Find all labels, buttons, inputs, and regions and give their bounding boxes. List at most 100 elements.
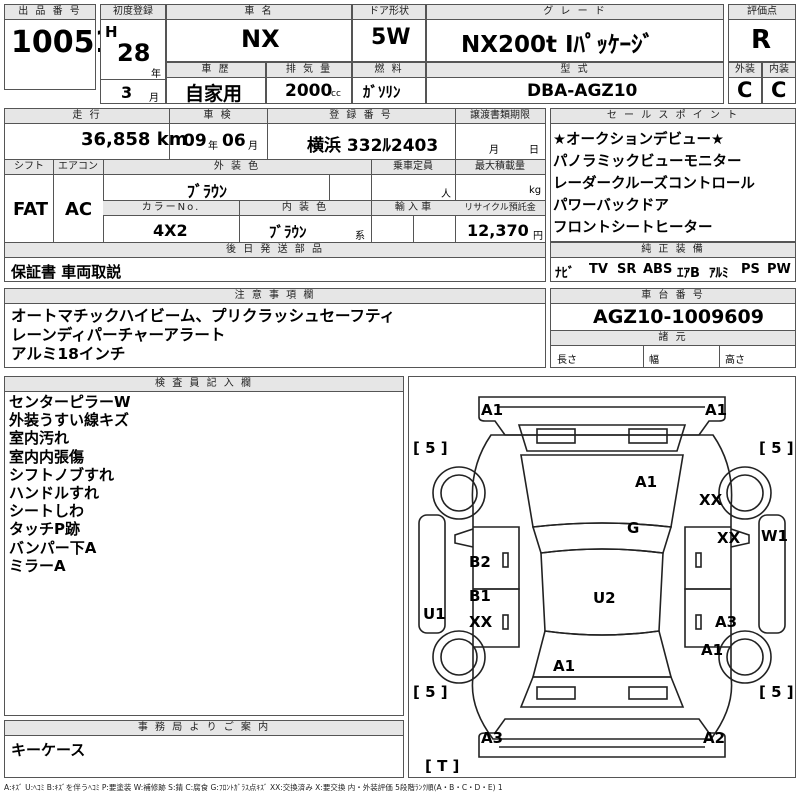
mark-trunk: A1 bbox=[553, 657, 576, 675]
score-box: 評価点 R bbox=[728, 4, 796, 62]
mark-door-rear-left-2: XX bbox=[469, 613, 493, 631]
inspector-list: センターピラーW 外装うすい線キズ 室内汚れ 室内内張傷 シフトノブすれ ハンド… bbox=[9, 393, 131, 575]
chassis-box: 車 台 番 号 AGZ10-1009609 諸 元 長さ 幅 高さ bbox=[550, 288, 796, 368]
displacement: 2000 bbox=[285, 81, 333, 101]
note-line: オートマチックハイビーム、プリクラッシュセーフティ bbox=[11, 307, 396, 325]
ext-grade: C bbox=[737, 78, 753, 102]
inspector-item: バンパー下A bbox=[9, 538, 97, 557]
equipment-item: ﾅﾋﾞ bbox=[555, 266, 575, 281]
car-name: NX bbox=[241, 25, 280, 53]
inspection-year-unit: 年 bbox=[208, 141, 218, 152]
capacity-unit: 人 bbox=[441, 189, 451, 200]
lot-number: 10051 bbox=[11, 25, 116, 60]
grade-label: グ レ ー ド bbox=[427, 5, 723, 20]
mark-tire-fl: [ 5 ] bbox=[413, 439, 448, 457]
grade: NX200t Iﾊﾟｯｹｰｼﾞ bbox=[461, 32, 655, 58]
mark-door-rear-right: A3 bbox=[715, 613, 738, 631]
mark-windshield: G bbox=[627, 519, 640, 537]
lot-number-box: 出 品 番 号 10051 bbox=[4, 4, 115, 90]
mark-tire-rr: [ 5 ] bbox=[759, 683, 794, 701]
mark-tire-fr: [ 5 ] bbox=[759, 439, 794, 457]
mark-quarter-right: A1 bbox=[701, 641, 724, 659]
fuel-label: 燃 料 bbox=[353, 63, 425, 78]
equipment-item: SR bbox=[617, 262, 637, 277]
later-parts-label: 後 日 発 送 部 品 bbox=[5, 243, 545, 258]
car-name-label: 車 名 bbox=[167, 5, 351, 20]
int-grade-label: 内装 bbox=[763, 63, 795, 78]
mark-front-right: A1 bbox=[705, 401, 728, 419]
displacement-label: 排 気 量 bbox=[267, 63, 351, 78]
color-no-label: カラーNo. bbox=[103, 201, 239, 216]
model-box: 型 式 DBA-AGZ10 bbox=[426, 62, 724, 104]
month-unit: 月 bbox=[149, 93, 159, 104]
ext-color-label: 外 装 色 bbox=[103, 160, 371, 175]
int-grade: C bbox=[771, 78, 787, 102]
history-label: 車 歴 bbox=[167, 63, 265, 78]
equipment-item: PS bbox=[741, 262, 760, 277]
int-color: ﾌﾞﾗｳﾝ bbox=[269, 223, 307, 241]
registration-label: 登 録 番 号 bbox=[267, 109, 455, 124]
door-rear-left bbox=[473, 588, 520, 648]
transfer-month: 月 bbox=[489, 145, 499, 156]
sales-points-list: ★オークションデビュー★ パノラミックビューモニター レーダークルーズコントロー… bbox=[553, 129, 755, 239]
wheel-rear-left bbox=[432, 630, 486, 684]
notes-box: 注 意 事 項 欄 オートマチックハイビーム、プリクラッシュセーフティ レーンデ… bbox=[4, 288, 546, 368]
mark-left-side: U1 bbox=[423, 605, 446, 623]
wheel-front-right-inner bbox=[726, 474, 764, 512]
registration-number: 横浜 332ﾙ2403 bbox=[307, 136, 439, 156]
door-rear-right bbox=[684, 588, 731, 648]
wheel-rear-left-inner bbox=[440, 638, 478, 676]
cowl-outline bbox=[517, 424, 687, 452]
handle-right-1 bbox=[695, 552, 702, 568]
equipment-box: 純 正 装 備 ﾅﾋﾞ TV SR ABS ｴｱB ｱﾙﾐ PS PW bbox=[550, 242, 796, 282]
height-label: 高さ bbox=[725, 355, 745, 366]
recycle-unit: 円 bbox=[533, 231, 543, 242]
equipment-label: 純 正 装 備 bbox=[551, 243, 795, 258]
load-unit: kg bbox=[529, 185, 542, 196]
recycle-label: リサイクル預託金 bbox=[455, 201, 545, 216]
mark-rear-right: A2 bbox=[703, 729, 726, 747]
inspection-label: 車 検 bbox=[169, 109, 267, 124]
int-color-suffix: 系 bbox=[355, 231, 365, 242]
history-box: 車 歴 自家用 bbox=[166, 62, 266, 105]
dimensions-label: 諸 元 bbox=[551, 331, 795, 346]
trunk-outline bbox=[519, 676, 685, 708]
sales-point: レーダークルーズコントロール bbox=[553, 176, 755, 192]
rear-bumper-outline bbox=[478, 718, 726, 758]
legend: A:ｷｽﾞ U:ﾍｺﾐ B:ｷｽﾞを伴うﾍｺﾐ P:要塗装 W:補修跡 S:錆 … bbox=[4, 783, 503, 792]
chassis-number: AGZ10-1009609 bbox=[593, 306, 764, 328]
fuel: ｶﾞｿﾘﾝ bbox=[363, 83, 401, 101]
color-no: 4X2 bbox=[153, 221, 188, 240]
mark-door-front-left: B2 bbox=[469, 553, 491, 571]
mirror-right bbox=[730, 528, 750, 548]
mark-door-rear-left-1: B1 bbox=[469, 587, 491, 605]
headlight-right bbox=[628, 428, 668, 444]
score: R bbox=[751, 25, 772, 55]
registration-year: 28 bbox=[117, 39, 151, 67]
inspector-item: シフトノブすれ bbox=[9, 465, 115, 484]
inspector-item: ミラーA bbox=[9, 556, 66, 575]
displacement-unit: cc bbox=[331, 89, 341, 99]
int-grade-box: 内装 C bbox=[762, 62, 796, 104]
wheel-front-left-inner bbox=[440, 474, 478, 512]
inspector-item: 外装うすい線キズ bbox=[9, 411, 130, 430]
era: H bbox=[105, 23, 118, 41]
sales-point: パワーバックドア bbox=[553, 198, 669, 214]
headlight-left bbox=[536, 428, 576, 444]
import-label: 輸 入 車 bbox=[371, 201, 455, 216]
mark-tire-rl: [ 5 ] bbox=[413, 683, 448, 701]
ext-color: ﾌﾞﾗｳﾝ bbox=[187, 182, 228, 201]
grade-box: グ レ ー ド NX200t Iﾊﾟｯｹｰｼﾞ bbox=[426, 4, 724, 62]
history: 自家用 bbox=[185, 83, 243, 105]
damage-diagram: A1 A1 [ 5 ] [ 5 ] A1 XX G XX W1 B2 B1 U2… bbox=[408, 376, 796, 778]
model: DBA-AGZ10 bbox=[527, 81, 638, 101]
taillight-right bbox=[628, 686, 668, 700]
lot-number-label: 出 品 番 号 bbox=[5, 5, 95, 20]
inspector-box: 検 査 員 記 入 欄 センターピラーW 外装うすい線キズ 室内汚れ 室内内張傷… bbox=[4, 376, 404, 716]
shift: FAT bbox=[13, 199, 49, 220]
equipment-item: TV bbox=[589, 262, 608, 277]
equipment-item: ｱﾙﾐ bbox=[709, 266, 729, 281]
mark-hood: A1 bbox=[635, 473, 658, 491]
mileage: 36,858 km bbox=[81, 129, 188, 150]
recycle-amount: 12,370 bbox=[467, 221, 529, 240]
